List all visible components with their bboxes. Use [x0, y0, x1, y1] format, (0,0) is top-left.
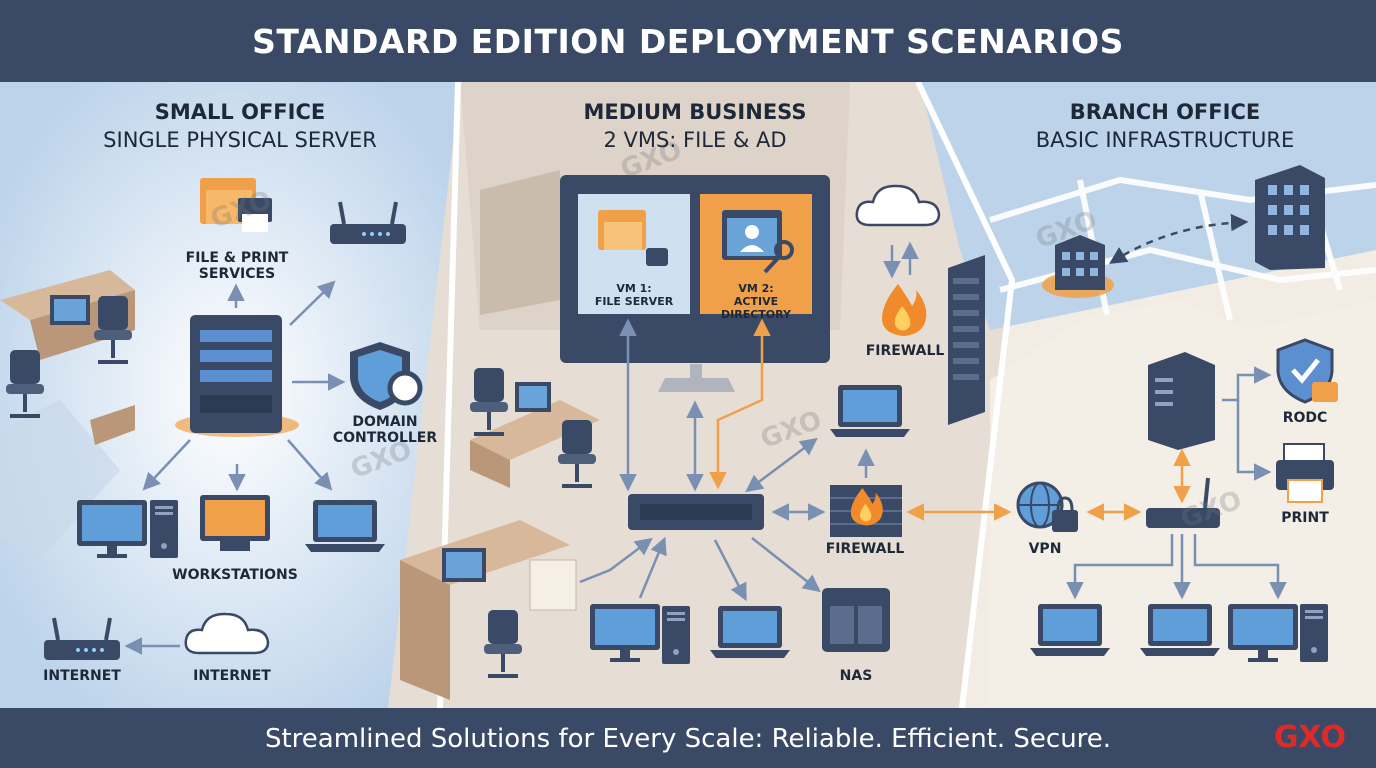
header-bar: STANDARD EDITION DEPLOYMENT SCENARIOS	[0, 0, 1376, 82]
workstations-group	[77, 495, 385, 558]
branch-office-arrows	[1066, 366, 1287, 600]
label-internet-cloud: INTERNET	[193, 668, 271, 684]
globe-lock-icon	[1016, 481, 1078, 532]
label-file-print-services: FILE & PRINT SERVICES	[185, 250, 289, 282]
branch-office-subtitle: BASIC INFRASTRUCTURE	[1035, 128, 1295, 152]
branch-office-title: BRANCH OFFICE	[1069, 100, 1261, 124]
label-firewall-top: FIREWALL	[865, 343, 945, 359]
map-area	[920, 82, 1376, 330]
label-internet-router: INTERNET	[43, 668, 121, 684]
building-icon-left	[1042, 235, 1114, 298]
diagram-scene	[0, 82, 1376, 708]
medium-business-title: MEDIUM BUSINESS	[583, 100, 807, 124]
monitor-vm-host	[560, 175, 830, 392]
label-vpn: VPN	[1028, 541, 1062, 557]
shield-gear-icon	[350, 342, 423, 410]
small-office-subtitle: SINGLE PHYSICAL SERVER	[103, 128, 377, 152]
shield-lock-icon	[1276, 338, 1338, 404]
page-title: STANDARD EDITION DEPLOYMENT SCENARIOS	[252, 21, 1124, 61]
branch-office-heading: BRANCH OFFICE BASIC INFRASTRUCTURE	[1010, 100, 1320, 152]
small-office-arrows	[124, 280, 346, 655]
server-icon-small-office	[175, 315, 299, 437]
brand-logo: GXO	[1273, 720, 1346, 755]
label-vm1-file-server: VM 1: FILE SERVER	[594, 282, 674, 308]
label-workstations: WORKSTATIONS	[172, 567, 298, 583]
branch-office-orange-arrows	[1086, 448, 1191, 521]
site-link-dashed-arrow	[1109, 213, 1249, 264]
label-domain-controller: DOMAIN CONTROLLER	[332, 414, 438, 446]
desk-illustration-mid	[400, 366, 600, 700]
medium-business-orange-arrows	[709, 318, 1012, 521]
firewall-brick-icon	[830, 485, 902, 537]
footer-tagline: Streamlined Solutions for Every Scale: R…	[264, 724, 1112, 754]
medium-business-subtitle: 2 VMS: FILE & AD	[603, 128, 787, 152]
label-nas: NAS	[839, 668, 873, 684]
router-icon-branch	[1146, 477, 1220, 528]
small-office-title: SMALL OFFICE	[154, 100, 326, 124]
nas-icon	[822, 588, 890, 652]
label-rodc: RODC	[1282, 410, 1328, 426]
server-rack-icon	[948, 255, 985, 425]
label-vm2-active-directory: VM 2: ACTIVE DIRECTORY	[721, 282, 791, 321]
building-icon-right	[1255, 165, 1325, 270]
printer-icon-branch	[1276, 443, 1334, 503]
file-print-icon	[200, 178, 272, 232]
label-print: PRINT	[1281, 510, 1329, 526]
switch-icon	[628, 494, 764, 530]
laptop-icon-medium-top	[830, 385, 910, 437]
footer-bar: Streamlined Solutions for Every Scale: R…	[0, 708, 1376, 768]
small-office-heading: SMALL OFFICE SINGLE PHYSICAL SERVER	[80, 100, 400, 152]
laptop-icon-medium	[710, 606, 790, 658]
label-firewall: FIREWALL	[825, 541, 905, 557]
desk-illustration-left	[0, 270, 135, 445]
medium-business-heading: MEDIUM BUSINESS 2 VMS: FILE & AD	[545, 100, 845, 152]
server-icon-branch	[1148, 352, 1215, 450]
